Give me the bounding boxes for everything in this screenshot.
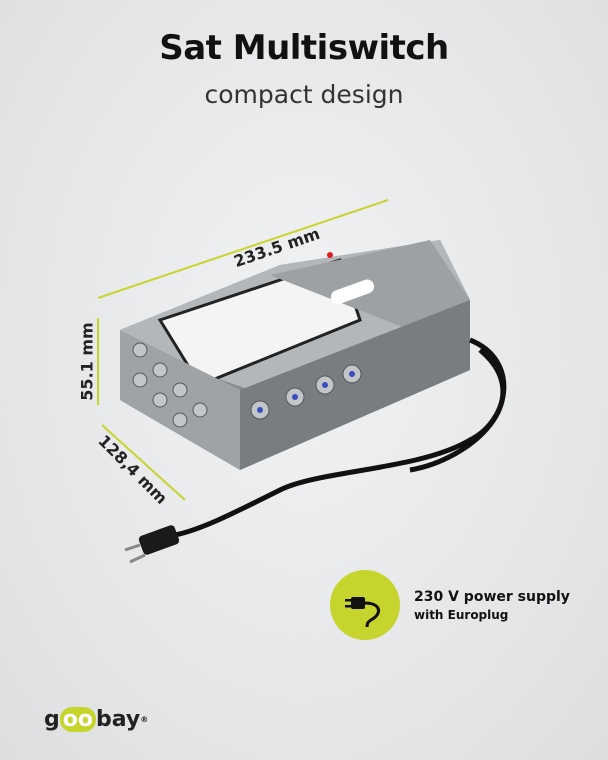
page-subtitle: compact design bbox=[204, 80, 404, 109]
height-dimension-label: 55.1 mm bbox=[77, 322, 97, 401]
feature-line-2: with Europlug bbox=[414, 607, 509, 622]
page-title: Sat Multiswitch bbox=[159, 28, 449, 68]
plug-icon bbox=[330, 570, 400, 640]
feature-line-1: 230 V power supply bbox=[414, 588, 570, 605]
power-supply-feature: 230 V power supply with Europlug bbox=[330, 570, 570, 640]
